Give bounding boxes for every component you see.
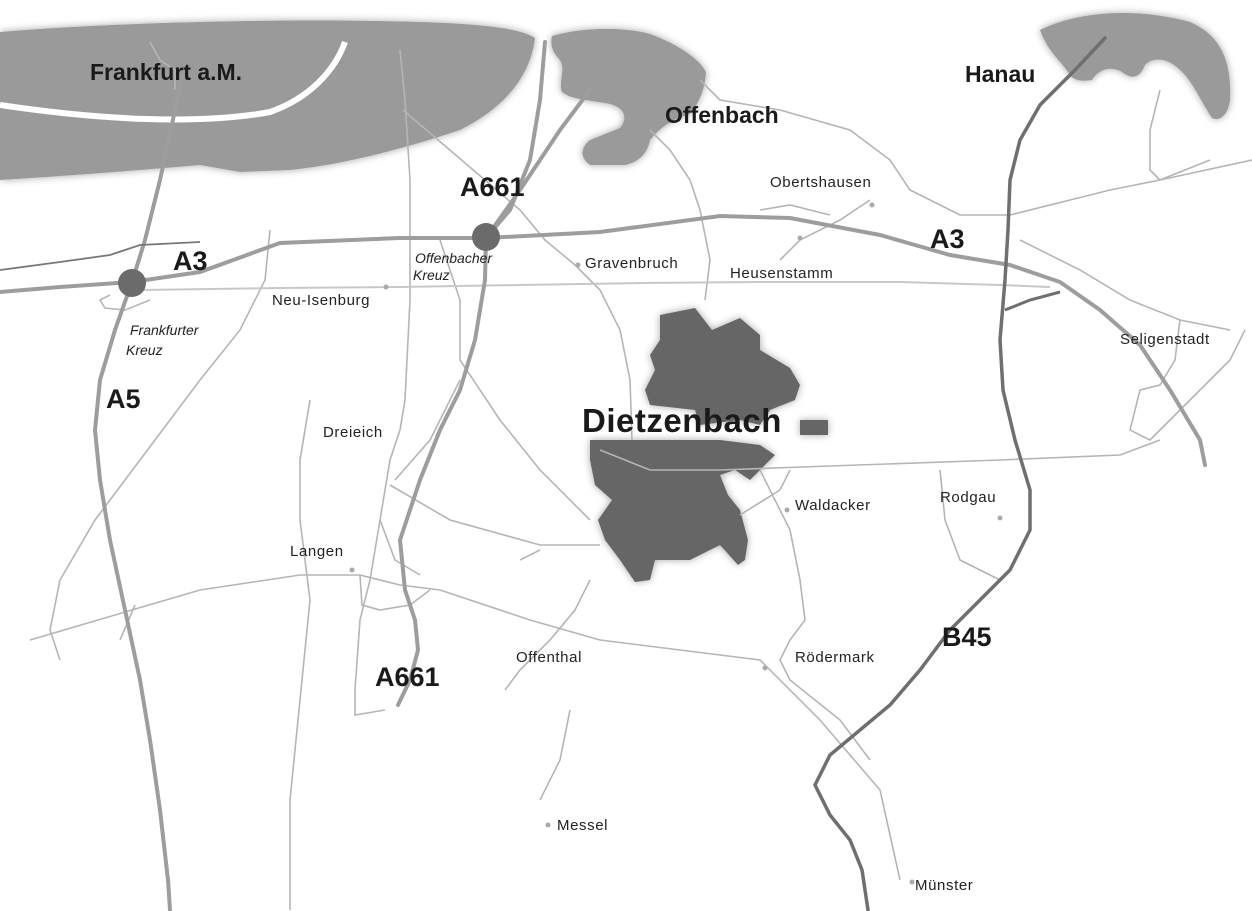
rodgau-dot — [997, 515, 1003, 521]
frankfurt-area — [0, 20, 535, 180]
a661-road — [396, 40, 547, 707]
messel-dot — [545, 822, 551, 828]
road-label-a3-east: A3 — [930, 224, 965, 254]
a3-road — [0, 213, 1207, 467]
junction-label-offenbacher-kreuz-line2: Kreuz — [413, 267, 450, 283]
minor-roads — [29, 41, 1252, 910]
b45-road — [813, 36, 1107, 911]
junction-label-frankfurter-kreuz-line2: Kreuz — [126, 342, 163, 358]
town-label-heusenstamm: Heusenstamm — [730, 265, 833, 282]
town-label-messel: Messel — [557, 817, 608, 834]
town-label-offenthal: Offenthal — [516, 649, 582, 666]
city-label-hanau: Hanau — [965, 61, 1035, 87]
town-label-dreieich: Dreieich — [323, 424, 383, 441]
frankfurter-kreuz-marker — [118, 269, 146, 297]
junction-label-offenbacher-kreuz-line1: Offenbacher — [415, 250, 493, 266]
town-label-obertshausen: Obertshausen — [770, 174, 871, 191]
road-label-a661-south: A661 — [375, 662, 440, 692]
heusenstamm-dot — [797, 235, 803, 241]
city-label-dietzenbach: Dietzenbach — [582, 402, 782, 439]
town-label-neu-isenburg: Neu-Isenburg — [272, 292, 370, 309]
city-label-offenbach: Offenbach — [665, 102, 779, 128]
road-label-a3-west: A3 — [173, 246, 208, 276]
offenbacher-kreuz-marker — [472, 223, 500, 251]
secondary-road — [139, 281, 1051, 291]
road-label-a5: A5 — [106, 384, 141, 414]
town-dots — [349, 202, 1003, 885]
town-label-waldacker: Waldacker — [795, 497, 871, 514]
a5-road — [92, 73, 184, 911]
autobahns — [0, 40, 1207, 911]
road-label-a661-north: A661 — [460, 172, 525, 202]
gravenbruch-dot — [575, 262, 581, 268]
obertshausen-dot — [869, 202, 875, 208]
muenster-dot — [909, 879, 915, 885]
junction-label-frankfurter-kreuz-line1: Frankfurter — [130, 322, 200, 338]
town-label-seligenstadt: Seligenstadt — [1120, 331, 1210, 348]
city-label-frankfurt: Frankfurt a.M. — [90, 59, 242, 85]
road-label-b45: B45 — [942, 622, 992, 652]
frankfurt-river — [0, 40, 348, 123]
town-label-muenster: Münster — [915, 877, 973, 894]
langen-dot — [349, 567, 355, 573]
town-label-langen: Langen — [290, 543, 344, 560]
hanau-area — [1040, 12, 1231, 120]
a3-west-spur — [0, 241, 201, 271]
b45-link — [1004, 290, 1061, 312]
town-label-rodgau: Rodgau — [940, 489, 996, 506]
dietzenbach-area — [590, 308, 828, 582]
roedermark-dot — [762, 665, 768, 671]
town-label-roedermark: Rödermark — [795, 649, 875, 666]
neu-isenburg-dot — [383, 284, 389, 290]
town-label-gravenbruch: Gravenbruch — [585, 255, 678, 272]
offenbach-area — [551, 28, 706, 166]
waldacker-dot — [784, 507, 790, 513]
